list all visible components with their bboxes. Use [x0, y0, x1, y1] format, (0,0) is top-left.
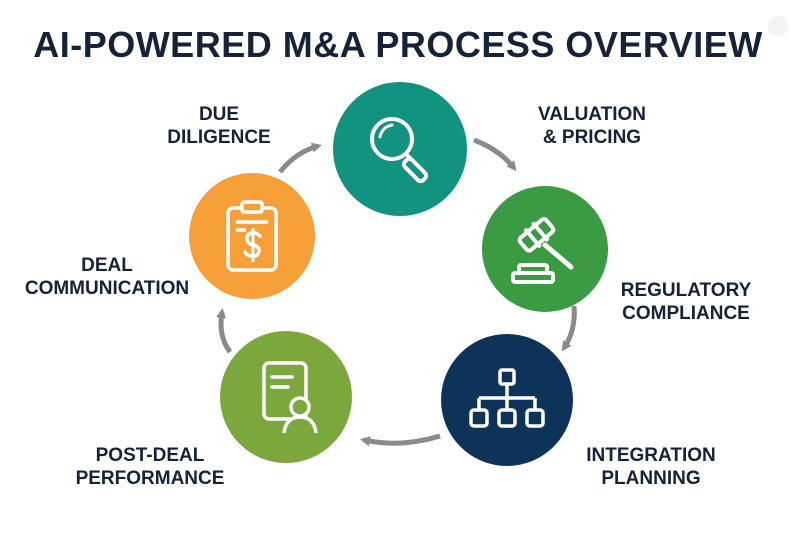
step-circle-regulatory: [441, 334, 573, 466]
label-valuation: VALUATION & PRICING: [522, 103, 662, 149]
org-chart-icon: [469, 368, 545, 428]
label-line: INTEGRATION: [586, 445, 716, 466]
label-line: PERFORMANCE: [75, 468, 225, 489]
label-post-deal: POST-DEAL PERFORMANCE: [62, 444, 238, 490]
label-regulatory: REGULATORY COMPLIANCE: [610, 279, 762, 325]
step-circle-integration: [220, 331, 352, 463]
label-line: DEAL: [81, 255, 133, 276]
label-line: COMPLIANCE: [622, 303, 750, 324]
document-person-icon: [262, 361, 318, 434]
step-circle-valuation: [482, 186, 608, 312]
label-integration: INTEGRATION PLANNING: [574, 444, 728, 490]
label-deal-communication: DEAL COMMUNICATION: [8, 254, 206, 300]
arrow-teal-to-green: [473, 137, 517, 172]
label-line: DUE: [198, 104, 240, 125]
step-circle-due-diligence: [333, 82, 467, 216]
gavel-icon: [511, 216, 574, 284]
arrow-orange-to-teal: [278, 142, 322, 174]
label-line: PLANNING: [601, 468, 701, 489]
label-line: COMMUNICATION: [24, 278, 190, 299]
label-line: VALUATION: [537, 104, 646, 125]
diagram-title: AI-POWERED M&A PROCESS OVERVIEW: [33, 24, 763, 65]
label-line: REGULATORY: [620, 280, 752, 301]
arrow-lime-to-orange: [216, 308, 233, 354]
arrow-navy-to-lime: [360, 433, 441, 447]
label-line: POST-DEAL: [95, 445, 205, 466]
arrow-green-to-navy: [561, 305, 577, 352]
label-due-diligence: DUE DILIGENCE: [154, 103, 284, 149]
clipboard-dollar-icon: [226, 200, 278, 272]
step-circle-post-deal: [189, 173, 315, 299]
corner-decoration: [768, 16, 788, 36]
magnifying-glass-icon: [370, 117, 429, 184]
label-line: DILIGENCE: [167, 127, 271, 148]
label-line: & PRICING: [542, 127, 642, 148]
